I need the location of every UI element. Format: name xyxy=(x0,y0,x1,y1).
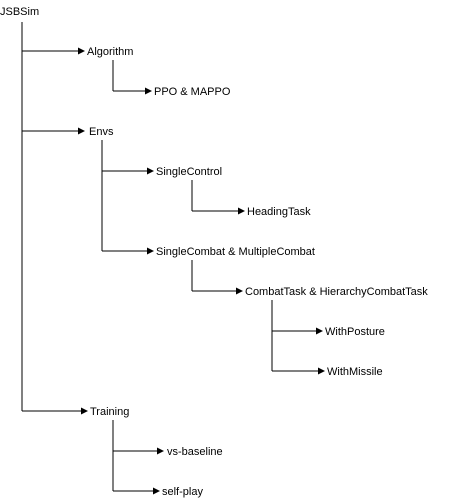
node-self-play: self-play xyxy=(162,486,203,498)
selfplay-arrowhead xyxy=(153,487,160,495)
vsbaseline-arrowhead xyxy=(157,447,164,455)
node-singlecombat-multiplecombat: SingleCombat & MultipleCombat xyxy=(156,246,315,258)
node-singlecontrol: SingleControl xyxy=(156,166,222,178)
training-arrowhead xyxy=(81,407,88,415)
algorithm-arrowhead xyxy=(78,47,85,55)
node-ppo-mappo: PPO & MAPPO xyxy=(154,86,231,98)
node-withmissile: WithMissile xyxy=(327,366,383,378)
node-headingtask: HeadingTask xyxy=(247,206,311,218)
combattask-arrowhead xyxy=(236,287,243,295)
withmissile-arrowhead xyxy=(318,367,325,375)
ppo-arrowhead xyxy=(145,87,152,95)
node-vs-baseline: vs-baseline xyxy=(167,446,223,458)
node-training: Training xyxy=(90,406,129,418)
node-labels: JSBSim Algorithm PPO & MAPPO Envs Single… xyxy=(0,6,428,498)
singlecombat-arrowhead xyxy=(147,247,154,255)
node-envs: Envs xyxy=(89,126,114,138)
envs-arrowhead xyxy=(78,127,85,135)
headingtask-arrowhead xyxy=(238,207,245,215)
node-root: JSBSim xyxy=(0,6,39,18)
connectors xyxy=(21,22,325,495)
node-algorithm: Algorithm xyxy=(87,46,133,58)
withposture-arrowhead xyxy=(316,327,323,335)
node-combattask-hierarchycombattask: CombatTask & HierarchyCombatTask xyxy=(245,286,428,298)
singlecontrol-arrowhead xyxy=(147,167,154,175)
node-withposture: WithPosture xyxy=(325,326,385,338)
